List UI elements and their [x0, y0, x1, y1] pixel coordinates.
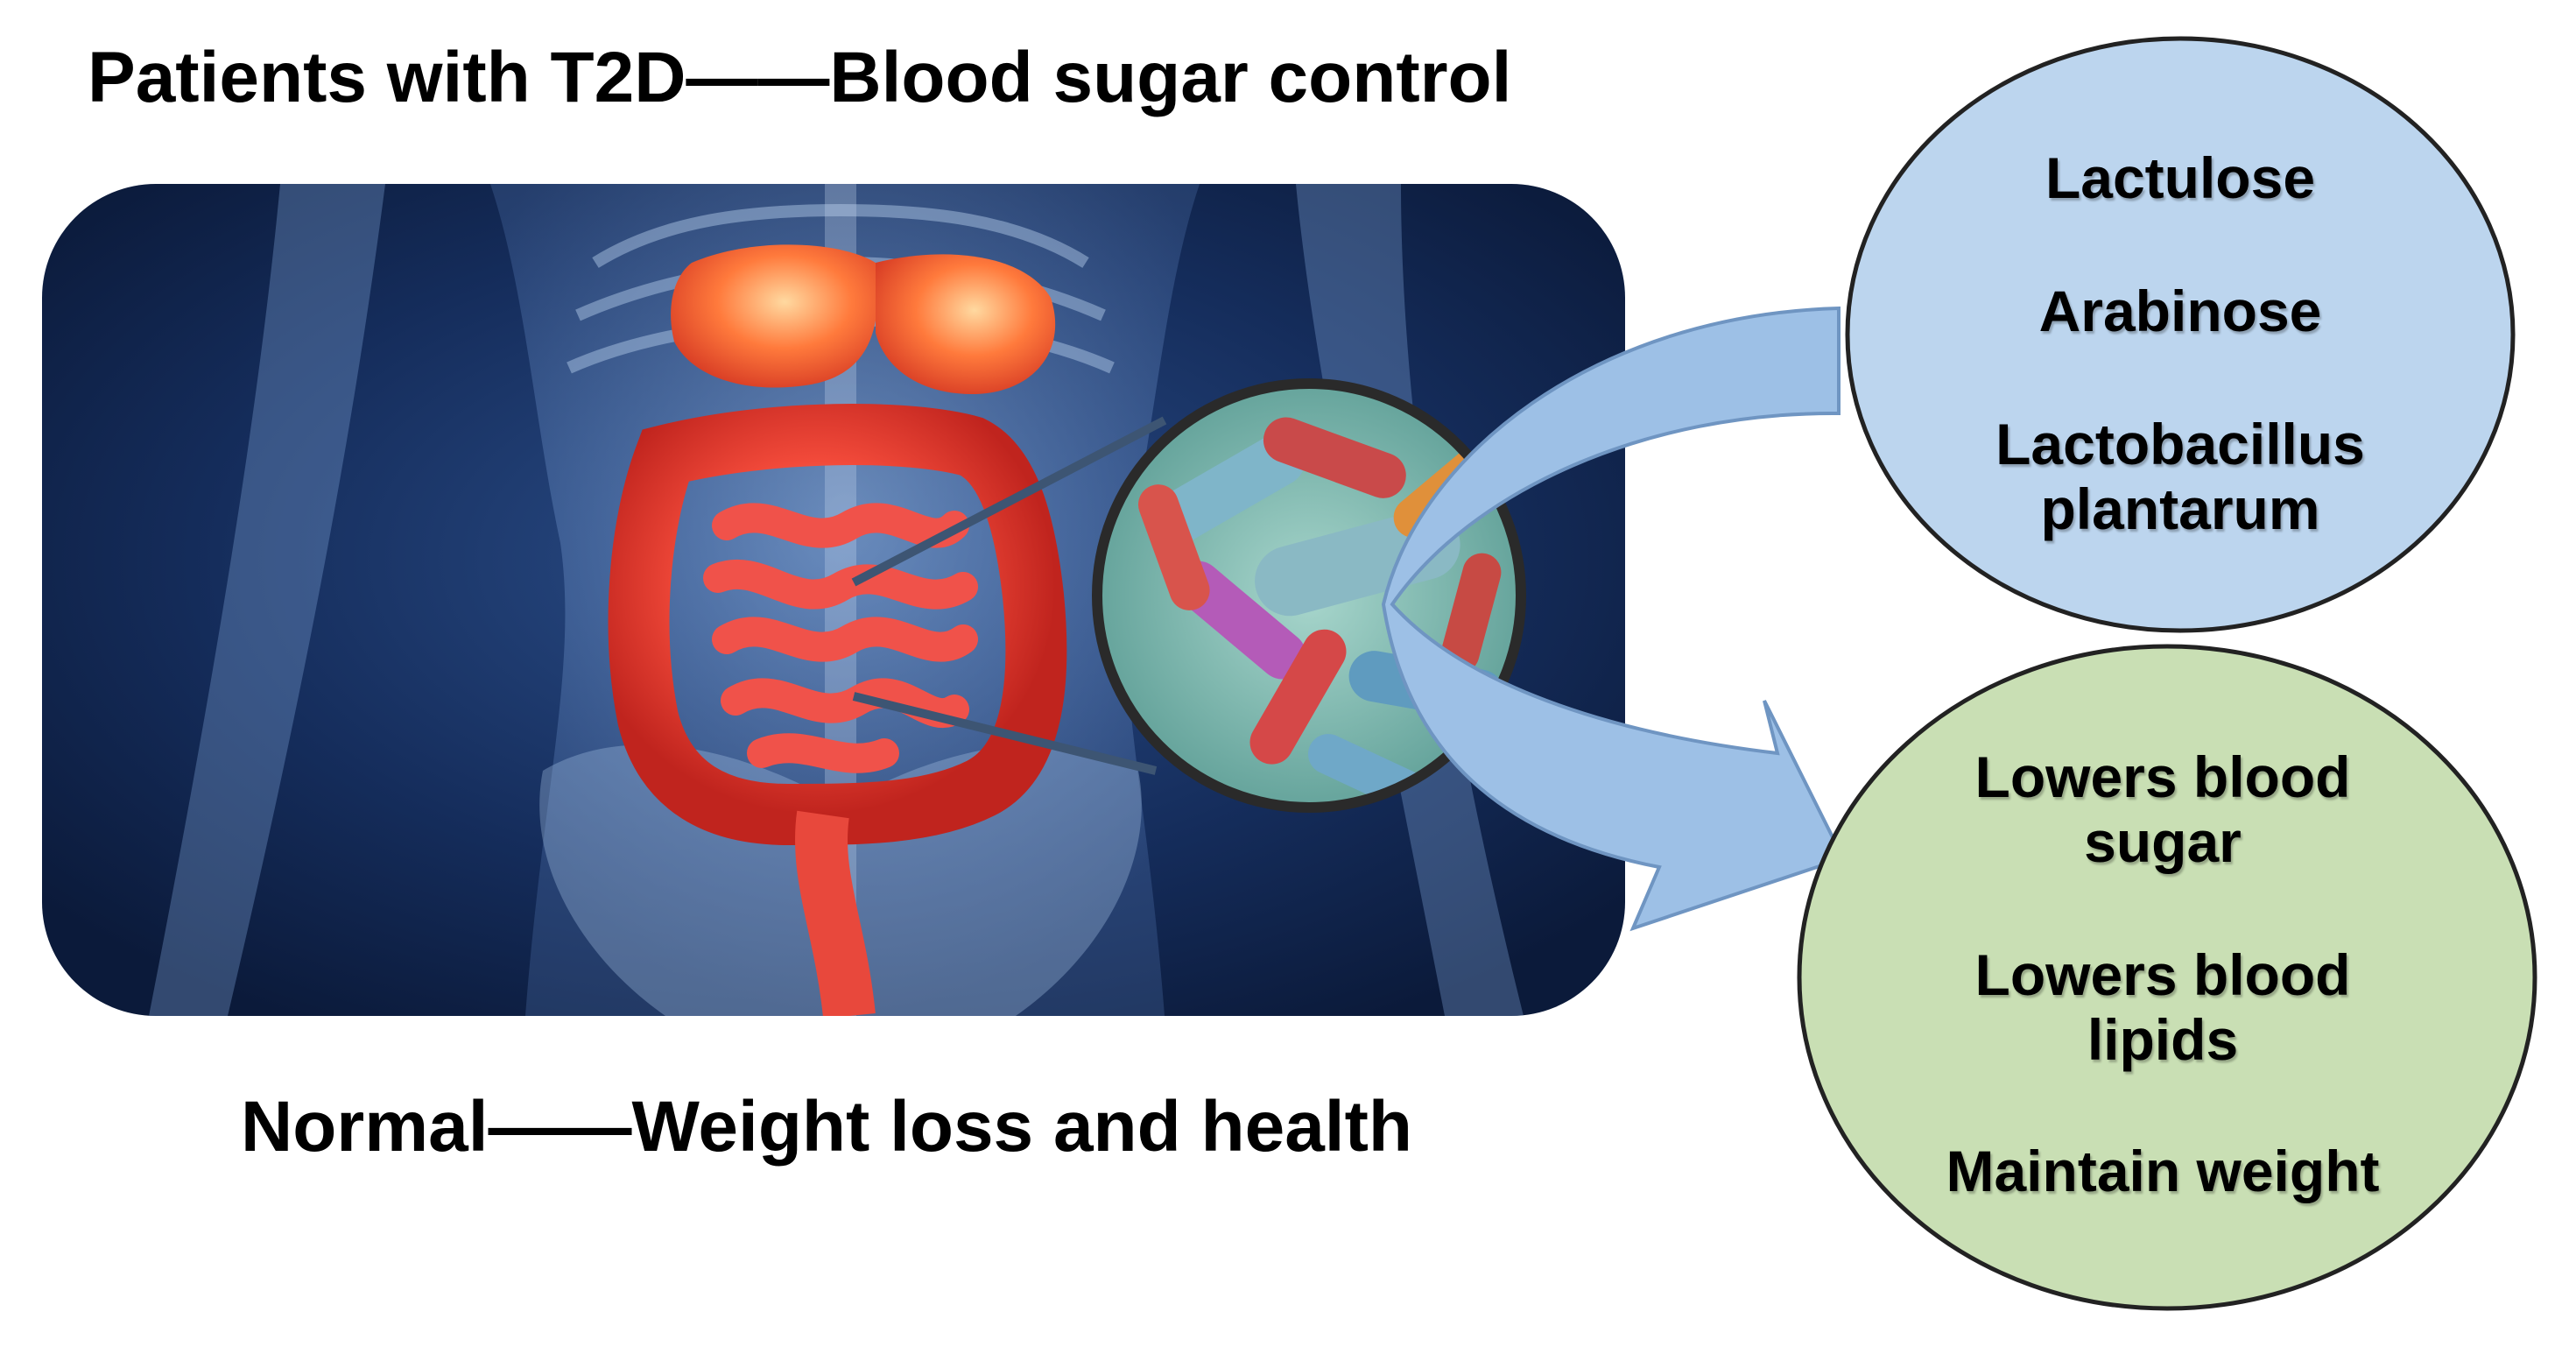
flow-arrow: [1381, 306, 1846, 932]
intervention-arabinose: Arabinose: [2038, 279, 2322, 343]
intervention-lactobacillus-plantarum: Lactobacillus plantarum: [1995, 412, 2365, 541]
effect-maintain-weight: Maintain weight: [1946, 1139, 2380, 1203]
interventions-ellipse: [1845, 36, 2516, 633]
intervention-lactulose: Lactulose: [2045, 145, 2316, 210]
effect-lowers-blood-sugar: Lowers blood sugar: [1974, 744, 2351, 874]
effects-ellipse: [1797, 644, 2537, 1311]
diagram-title-bottom: Normal——Weight loss and health: [241, 1087, 1412, 1167]
diagram-title-top: Patients with T2D——Blood sugar control: [88, 38, 1512, 117]
effect-lowers-blood-lipids: Lowers blood lipids: [1974, 942, 2351, 1072]
zoom-pointer-lines: [851, 416, 1167, 775]
